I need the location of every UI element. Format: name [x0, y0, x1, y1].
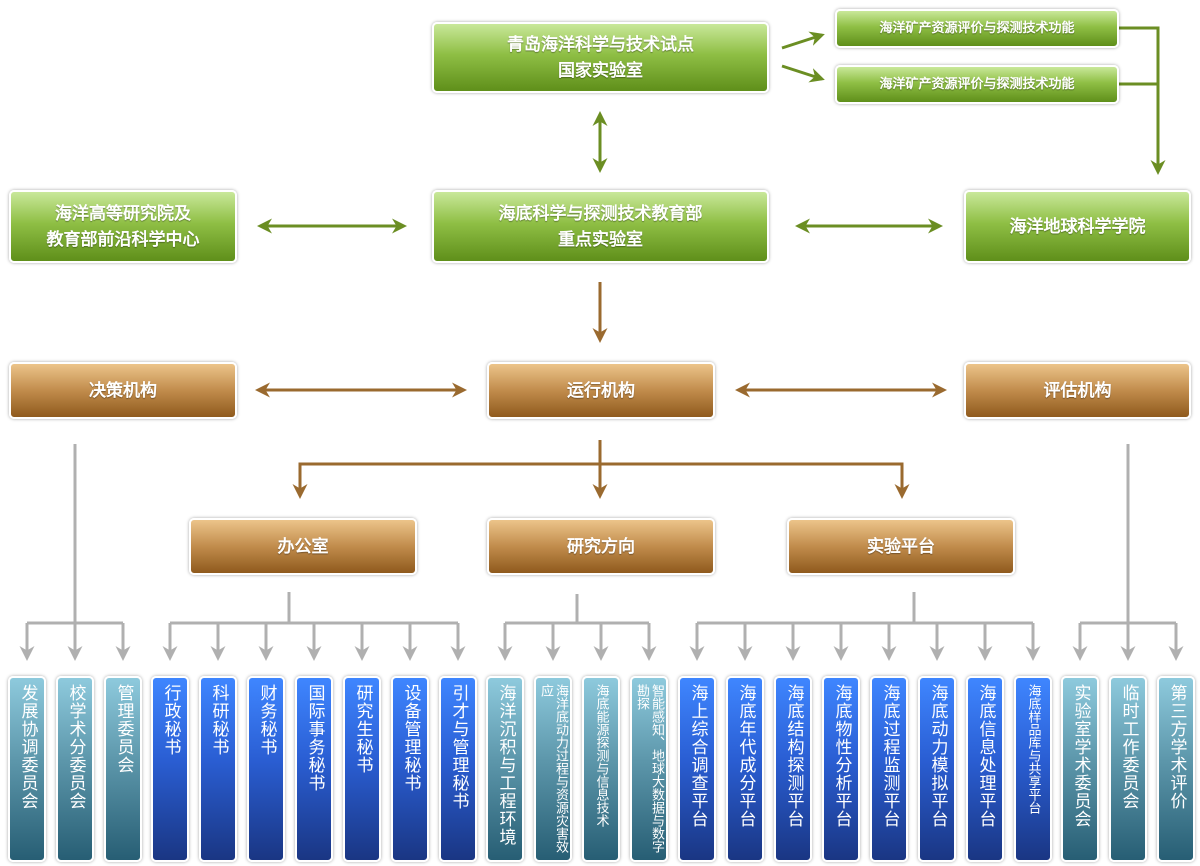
decision-unit-label: 校学术分委员会	[65, 684, 86, 810]
decision-unit-label: 管理委员会	[113, 684, 134, 774]
advanced-institute-line-2: 教育部前沿科学中心	[46, 229, 200, 250]
platform-label: 实验平台	[867, 536, 935, 557]
platform-unit-label: 海底样品库与共享平台	[1025, 684, 1041, 814]
office-unit-box[interactable]: 引才与管理秘书	[439, 676, 477, 862]
platform-unit-box[interactable]: 海底动力模拟平台	[918, 676, 956, 862]
research-unit-box[interactable]: 智能感知、地球大数据与数字勘探	[630, 676, 668, 862]
evaluation-unit-box[interactable]: 第三方学术评价	[1157, 676, 1195, 862]
evaluation-body-label: 评估机构	[1043, 380, 1112, 401]
platform-unit-label: 海底年代成分平台	[735, 684, 756, 828]
office-box[interactable]: 办公室	[189, 518, 417, 575]
function-box-2[interactable]: 海洋矿产资源评价与探测技术功能	[835, 65, 1119, 104]
function-box-1[interactable]: 海洋矿产资源评价与探测技术功能	[835, 9, 1119, 48]
research-unit-box[interactable]: 海洋沉积与工程环境	[486, 676, 524, 862]
evaluation-unit-label: 实验室学术委员会	[1070, 684, 1091, 828]
office-unit-box[interactable]: 行政秘书	[151, 676, 189, 862]
platform-unit-box[interactable]: 海底信息处理平台	[966, 676, 1004, 862]
geoscience-college-box[interactable]: 海洋地球科学学院	[964, 190, 1191, 263]
office-unit-box[interactable]: 设备管理秘书	[391, 676, 429, 862]
platform-unit-label: 海底结构探测平台	[783, 684, 804, 828]
research-unit-label: 海底能源探测与信息技术	[593, 684, 609, 827]
brown-arrows	[255, 282, 947, 499]
platform-unit-label: 海上综合调查平台	[687, 684, 708, 828]
decision-unit-label: 发展协调委员会	[17, 684, 38, 810]
office-unit-label: 行政秘书	[160, 684, 181, 756]
advanced-institute-line-1: 海洋高等研究院及	[55, 203, 191, 224]
platform-unit-label: 海底动力模拟平台	[927, 684, 948, 828]
function-label-2: 海洋矿产资源评价与探测技术功能	[879, 76, 1075, 92]
office-label: 办公室	[277, 536, 329, 557]
key-lab-box[interactable]: 海底科学与探测技术教育部重点实验室	[432, 190, 769, 263]
office-unit-box[interactable]: 科研秘书	[199, 676, 237, 862]
platform-unit-box[interactable]: 海上综合调查平台	[678, 676, 716, 862]
platform-box[interactable]: 实验平台	[787, 518, 1015, 575]
national-lab-line-2: 国家实验室	[558, 60, 643, 81]
research-unit-label: 海洋沉积与工程环境	[495, 684, 516, 846]
office-unit-label: 财务秘书	[256, 684, 277, 756]
platform-unit-box[interactable]: 海底过程监测平台	[870, 676, 908, 862]
evaluation-body-box[interactable]: 评估机构	[964, 362, 1191, 419]
decision-body-box[interactable]: 决策机构	[9, 362, 237, 419]
decision-unit-box[interactable]: 发展协调委员会	[8, 676, 46, 862]
office-unit-label: 引才与管理秘书	[448, 684, 469, 810]
office-unit-label: 设备管理秘书	[400, 684, 421, 792]
green-arrows	[257, 26, 1166, 234]
platform-unit-box[interactable]: 海底物性分析平台	[822, 676, 860, 862]
research-unit-label: 海洋底动力过程与资源灾害效应	[538, 684, 568, 853]
research-unit-box[interactable]: 海底能源探测与信息技术	[582, 676, 620, 862]
arrow-to-function-1	[781, 31, 825, 50]
platform-unit-label: 海底物性分析平台	[831, 684, 852, 828]
national-lab-box[interactable]: 青岛海洋科学与技术试点国家实验室	[432, 22, 769, 93]
evaluation-unit-label: 临时工作委员会	[1118, 684, 1139, 810]
office-unit-label: 国际事务秘书	[304, 684, 325, 792]
platform-unit-box[interactable]: 海底结构探测平台	[774, 676, 812, 862]
operation-body-label: 运行机构	[567, 380, 635, 401]
platform-unit-label: 海底过程监测平台	[879, 684, 900, 828]
decision-body-label: 决策机构	[89, 380, 157, 401]
research-unit-box[interactable]: 海洋底动力过程与资源灾害效应	[534, 676, 572, 862]
evaluation-unit-box[interactable]: 实验室学术委员会	[1061, 676, 1099, 862]
office-unit-box[interactable]: 财务秘书	[247, 676, 285, 862]
decision-unit-box[interactable]: 校学术分委员会	[56, 676, 94, 862]
key-lab-line-1: 海底科学与探测技术教育部	[498, 203, 703, 224]
key-lab-line-2: 重点实验室	[558, 229, 643, 250]
evaluation-unit-box[interactable]: 临时工作委员会	[1109, 676, 1147, 862]
platform-unit-box[interactable]: 海底年代成分平台	[726, 676, 764, 862]
evaluation-unit-label: 第三方学术评价	[1166, 684, 1187, 810]
research-direction-box[interactable]: 研究方向	[487, 518, 715, 575]
decision-unit-box[interactable]: 管理委员会	[104, 676, 142, 862]
research-unit-label: 智能感知、地球大数据与数字勘探	[634, 684, 664, 853]
platform-unit-box[interactable]: 海底样品库与共享平台	[1014, 676, 1052, 862]
office-unit-box[interactable]: 研究生秘书	[343, 676, 381, 862]
operation-branch	[298, 462, 904, 496]
arrow-to-function-2	[781, 64, 825, 83]
geoscience-college-label: 海洋地球科学学院	[1009, 216, 1146, 237]
office-unit-label: 科研秘书	[208, 684, 229, 756]
function-label-1: 海洋矿产资源评价与探测技术功能	[879, 20, 1075, 36]
office-unit-label: 研究生秘书	[352, 684, 373, 774]
office-unit-box[interactable]: 国际事务秘书	[295, 676, 333, 862]
function-bracket	[1118, 26, 1160, 86]
gray-arrows	[19, 444, 1184, 661]
research-direction-label: 研究方向	[567, 536, 635, 557]
operation-body-box[interactable]: 运行机构	[487, 362, 715, 419]
platform-unit-label: 海底信息处理平台	[975, 684, 996, 828]
advanced-institute-box[interactable]: 海洋高等研究院及教育部前沿科学中心	[9, 190, 237, 263]
national-lab-line-1: 青岛海洋科学与技术试点	[507, 34, 694, 55]
